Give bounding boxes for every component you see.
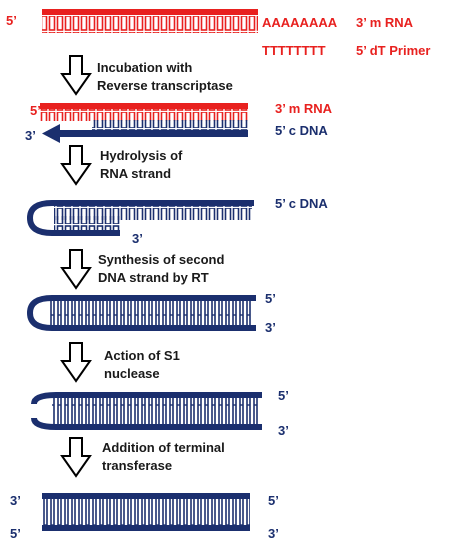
s1-five-prime-label: 5’	[278, 388, 289, 403]
s1-base-pairs	[52, 398, 260, 424]
step-5-line-1: Addition of terminal	[102, 440, 225, 455]
ds-three-prime-label: 3’	[265, 320, 276, 335]
down-arrow-icon	[60, 55, 92, 96]
step-arrow-4: Action of S1 nuclease	[60, 342, 180, 383]
down-arrow-icon	[60, 249, 92, 290]
ds-hairpin-strands	[26, 295, 256, 331]
down-arrow-icon	[60, 437, 92, 478]
synthesis-direction-arrowhead	[42, 124, 60, 143]
final-top-strand	[42, 493, 250, 499]
s1-bottom-strand	[31, 417, 262, 430]
cdna-bases-loop	[54, 216, 120, 230]
step-5-line-2: transferase	[102, 458, 172, 473]
step-arrow-2: Hydrolysis of RNA strand	[60, 145, 183, 186]
step-arrow-1: Incubation with Reverse transcriptase	[60, 55, 233, 96]
stage-3-cdna-hairpin: 5’ c DNA 3’	[26, 196, 328, 246]
step-arrow-5: Addition of terminal transferase	[60, 437, 225, 478]
hybrid-cdna-bases	[92, 120, 248, 132]
step-2-line-2: RNA strand	[100, 166, 171, 181]
down-arrow-icon	[60, 145, 92, 186]
stage-2-hybrid: 5’ 3’ m RNA 3’ 5’ c DNA	[25, 101, 333, 143]
ds-base-pairs	[50, 301, 252, 325]
step-2-line-1: Hydrolysis of	[100, 148, 183, 163]
step-4-line-1: Action of S1	[104, 348, 180, 363]
cdna-five-prime-label: 5’ c DNA	[275, 196, 328, 211]
mrna-backbone	[42, 9, 258, 15]
s1-top-strand	[31, 392, 262, 405]
hybrid-five-prime-label: 5’	[30, 103, 41, 118]
hybrid-rna-strand	[40, 103, 248, 109]
final-base-pairs	[42, 499, 250, 525]
step-arrow-3: Synthesis of second DNA strand by RT	[60, 249, 224, 290]
cdna-hairpin-strand	[26, 200, 254, 236]
final-bottom-strand	[42, 525, 250, 531]
stage-5-s1-cut: 5’ 3’	[31, 388, 289, 438]
step-4-line-2: nuclease	[104, 366, 160, 381]
ds-five-prime-label: 5’	[265, 291, 276, 306]
step-1-line-1: Incubation with	[97, 60, 192, 75]
hybrid-rna-bases	[40, 109, 248, 121]
hybrid-three-prime-label: 3’	[25, 128, 36, 143]
down-arrow-icon	[60, 342, 92, 383]
s1-three-prime-label: 3’	[278, 423, 289, 438]
stage-1-mrna: 5’ AAAAAAAA 3’ m RNA TTTTTTTT 5’ dT Prim…	[6, 9, 430, 58]
step-3-line-2: DNA strand by RT	[98, 270, 209, 285]
step-3-line-1: Synthesis of second	[98, 252, 224, 267]
hybrid-mrna-label: 3’ m RNA	[275, 101, 333, 116]
mrna-three-prime-label: 3’ m RNA	[356, 15, 414, 30]
step-1-line-2: Reverse transcriptase	[97, 78, 233, 93]
mrna-five-prime-label: 5’	[6, 13, 17, 28]
cdna-three-prime-label: 3’	[132, 231, 143, 246]
poly-a-tail: AAAAAAAA	[262, 15, 338, 30]
stage-4-double-strand-hairpin: 5’ 3’	[26, 291, 276, 335]
primer-label: 5’ dT Primer	[356, 43, 430, 58]
final-right-top-label: 5’	[268, 493, 279, 508]
final-right-bottom-label: 3’	[268, 526, 279, 541]
final-left-bottom-label: 5’	[10, 526, 21, 541]
hybrid-cdna-label: 5’ c DNA	[275, 123, 328, 138]
final-left-top-label: 3’	[10, 493, 21, 508]
poly-t-primer: TTTTTTTT	[262, 43, 326, 58]
stage-6-final-ds-cdna: 3’ 5’ 5’ 3’	[10, 493, 279, 541]
hybrid-cdna-strand	[56, 130, 248, 137]
mrna-bases	[42, 15, 258, 33]
